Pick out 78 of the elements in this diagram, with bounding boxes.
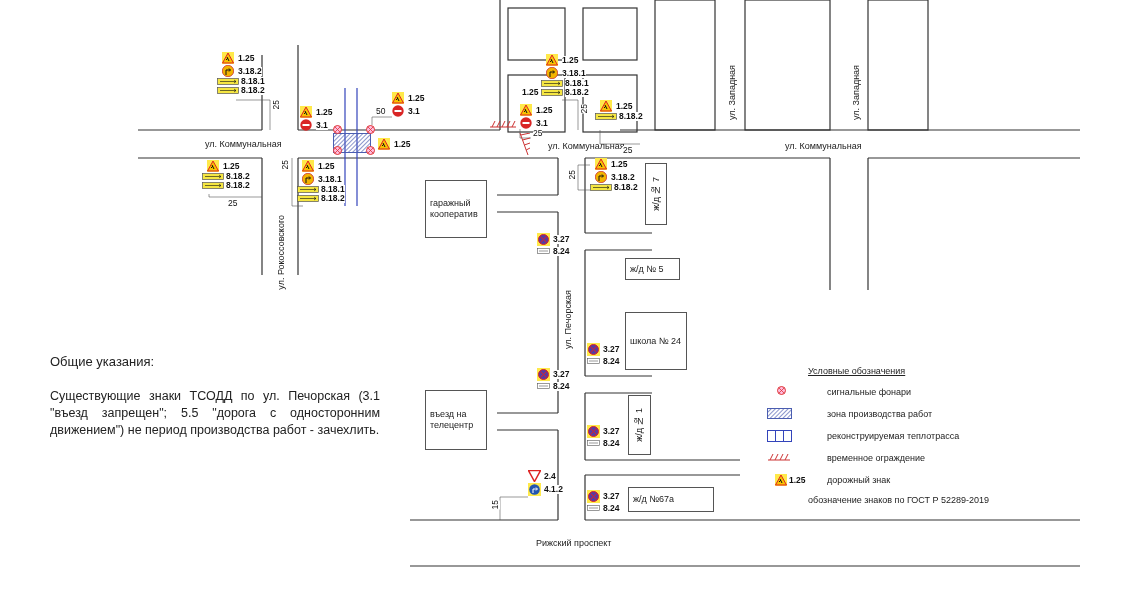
- sign-number: 8.24: [603, 503, 620, 513]
- sign-number: 8.24: [553, 246, 570, 256]
- sign-number: 8.18.2: [565, 88, 589, 97]
- building-label: ж/д № 7: [650, 176, 662, 213]
- dimension-value: 25: [281, 160, 290, 170]
- legend-text: временное ограждение: [827, 453, 925, 463]
- building-box: [645, 163, 667, 225]
- sign-number: 8.18.2: [226, 181, 250, 190]
- building-box: [625, 258, 680, 280]
- sign-number: 3.1: [408, 106, 420, 116]
- street-name: Рижский проспект: [536, 538, 612, 548]
- sign-number: 1.25: [616, 101, 633, 111]
- building-box: [628, 487, 714, 512]
- sign-number: 3.27: [553, 235, 570, 244]
- legend-text: реконструируемая теплотрасса: [827, 431, 960, 441]
- notes-heading: Общие указания:: [50, 354, 155, 369]
- sign-number: 8.24: [553, 381, 570, 391]
- building-label: ж/д № 1: [634, 407, 645, 444]
- sign-number: 1.25: [789, 475, 806, 485]
- building-label: въезд на телецентр: [429, 409, 475, 431]
- dimension-value: 25: [623, 146, 633, 155]
- dimension-value: 25: [228, 199, 238, 208]
- building-box: [425, 390, 487, 450]
- sign-number: 8.24: [603, 438, 620, 448]
- street-name: ул. Рокоссовского: [276, 215, 286, 290]
- street-name: ул. Коммунальная: [548, 141, 625, 151]
- street-name: ул. Западная: [851, 65, 861, 120]
- sign-number: 8.18.1: [565, 79, 589, 88]
- standard-note: обозначение знаков по ГОСТ Р 52289-2019: [808, 495, 990, 505]
- notes-paragraph: Существующие знаки ТСОДД по ул. Печорская (3.1 "въезд запрещен"; 5.5 "дорога с односторонним движением") не период производства работ - зачехлить.: [50, 388, 380, 439]
- sign-number: 1.25: [394, 139, 411, 149]
- dimension-value: 25: [533, 129, 543, 138]
- sign-number: 1.25: [316, 107, 333, 117]
- sign-number: 1.25: [536, 105, 553, 115]
- street-name: ул. Западная: [727, 65, 737, 120]
- building-label: школа № 24: [629, 335, 682, 347]
- sign-number: 3.1: [316, 120, 328, 130]
- dimension-value: 25: [272, 100, 281, 110]
- sign-number: 1.25: [611, 159, 628, 169]
- legend-text: сигнальные фонари: [827, 387, 912, 397]
- sign-number: 1.25: [522, 88, 539, 97]
- building-box: [425, 180, 487, 238]
- sign-number: 3.18.2: [611, 172, 635, 182]
- sign-number: 8.18.2: [619, 112, 643, 121]
- sign-number: 1.25: [238, 53, 255, 63]
- sign-number: 8.18.2: [241, 86, 265, 95]
- building-box: [628, 395, 651, 455]
- building-label: гаражный кооператив: [429, 198, 479, 220]
- building-label: ж/д № 5: [629, 263, 665, 275]
- sign-number: 3.27: [603, 427, 620, 436]
- sign-number: 3.27: [603, 492, 620, 501]
- sign-number: 4.1.2: [544, 485, 563, 494]
- sign-number: 1.25: [223, 161, 240, 171]
- sign-number: 1.25: [318, 161, 335, 171]
- sign-number: 8.18.1: [241, 77, 265, 86]
- building-box: [625, 312, 687, 370]
- sign-number: 8.18.2: [226, 172, 250, 181]
- sign-number: 8.18.1: [321, 185, 345, 194]
- street-name: ул. Коммунальная: [785, 141, 862, 151]
- sign-number: 3.18.1: [318, 174, 342, 184]
- sign-number: 1.25: [562, 55, 579, 65]
- dimension-value: 50: [376, 107, 386, 116]
- sign-number: 3.1: [536, 118, 548, 128]
- sign-number: 2.4: [544, 471, 556, 481]
- legend-text: зона производства работ: [827, 409, 933, 419]
- legend-text: дорожный знак: [827, 475, 891, 485]
- building-label: ж/д №67а: [632, 494, 675, 505]
- street-name: ул. Коммунальная: [205, 139, 282, 149]
- legend-heading: Условные обозначения: [808, 366, 906, 376]
- sign-number: 1.25: [408, 93, 425, 103]
- sign-number: 3.18.2: [238, 66, 262, 76]
- dimension-value: 15: [491, 500, 500, 510]
- sign-number: 3.18.1: [562, 68, 586, 78]
- sign-number: 3.27: [553, 370, 570, 379]
- dimension-value: 25: [568, 170, 577, 180]
- dimension-value: 25: [580, 104, 589, 114]
- street-name: ул. Печорская: [563, 290, 573, 349]
- sign-number: 8.18.2: [321, 194, 345, 203]
